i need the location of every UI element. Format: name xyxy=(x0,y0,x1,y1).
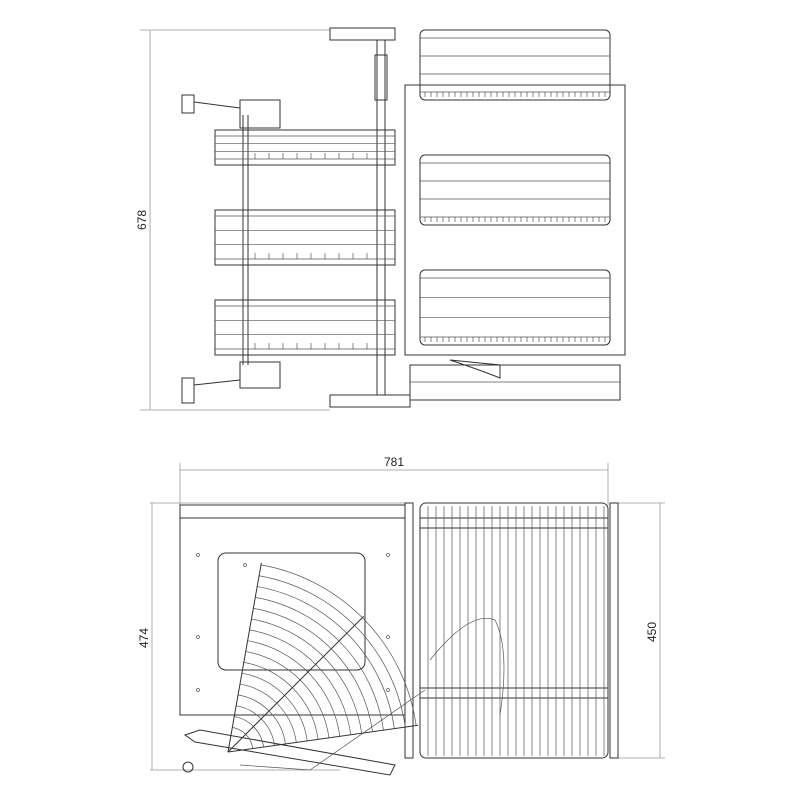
right-side-rail xyxy=(609,502,619,759)
upper-hinge xyxy=(181,94,195,114)
fan-basket-arc xyxy=(255,597,384,731)
left-side-rail xyxy=(404,502,414,759)
mounting-hole xyxy=(386,688,390,692)
side-basket-right xyxy=(419,154,611,226)
swing-arm xyxy=(183,729,396,776)
dimension-label-right-depth: 450 xyxy=(645,622,659,642)
mounting-hole xyxy=(386,553,390,557)
fan-basket-spoke xyxy=(227,724,419,753)
side-basket-left xyxy=(214,129,396,166)
arm-knob xyxy=(182,761,194,773)
vertical-post xyxy=(376,39,386,396)
fan-basket-arc xyxy=(253,607,373,732)
top-view xyxy=(179,502,619,776)
side-basket-left xyxy=(214,209,396,266)
fan-basket-arc xyxy=(243,662,319,740)
fan-basket-arc xyxy=(257,586,395,729)
top-bracket xyxy=(329,27,396,41)
dimension-label-left-depth: 474 xyxy=(137,628,151,648)
fan-basket-spoke xyxy=(227,562,262,753)
fan-basket-arc xyxy=(260,564,417,726)
fan-basket-arc xyxy=(236,705,275,746)
dimension-450: 450 xyxy=(610,502,665,759)
fan-basket-arc xyxy=(249,629,352,735)
right-frame xyxy=(404,84,626,356)
side-basket-right xyxy=(419,29,611,101)
dimension-678: 678 xyxy=(135,29,330,411)
upper-hinge-plate xyxy=(239,99,281,129)
dimension-781: 781 xyxy=(179,455,609,505)
pullout-basket xyxy=(419,502,609,759)
mounting-hole xyxy=(243,563,247,567)
lower-hinge-plate xyxy=(239,361,281,389)
mounting-hole xyxy=(196,553,200,557)
fan-basket-spoke xyxy=(227,615,365,753)
gas-spring xyxy=(374,54,388,101)
fan-basket-arc xyxy=(259,575,406,728)
fan-basket-arc xyxy=(251,618,363,734)
base-plate-cutout xyxy=(217,552,366,671)
side-basket-right xyxy=(419,269,611,346)
mounting-hole xyxy=(386,635,390,639)
dimension-label-height: 678 xyxy=(135,210,149,230)
pivot-arm xyxy=(449,359,501,379)
fan-basket-arc xyxy=(234,716,264,748)
fan-basket-arc xyxy=(247,640,341,737)
mounting-hole xyxy=(196,635,200,639)
fan-basket-arc xyxy=(239,683,297,743)
dimension-label-width: 781 xyxy=(384,455,404,469)
base-plate xyxy=(179,504,406,716)
fan-basket-arc xyxy=(238,694,286,744)
fan-basket-arc xyxy=(245,651,330,738)
mounting-hole xyxy=(196,688,200,692)
swing-path xyxy=(429,618,505,716)
lower-hinge xyxy=(181,377,195,404)
fan-basket-arc xyxy=(241,672,308,741)
generated-wires xyxy=(196,29,611,756)
side-basket-left xyxy=(214,299,396,356)
bottom-bracket xyxy=(329,394,411,408)
side-view xyxy=(181,27,626,408)
slide-rail xyxy=(409,364,621,401)
